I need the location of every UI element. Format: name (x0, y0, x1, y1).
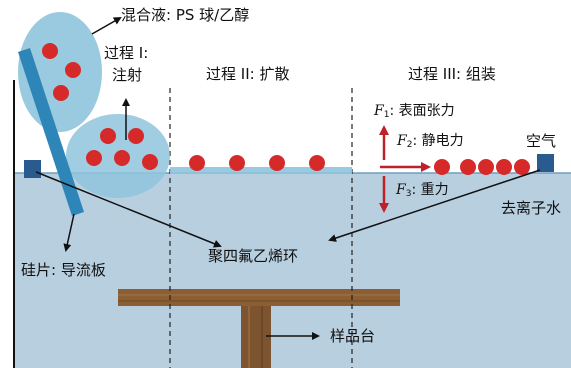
force-symbol: F (374, 103, 384, 119)
label-process-1-title: 过程 I: (104, 44, 149, 62)
force-symbol: F (397, 133, 407, 149)
arrow-mixture (91, 17, 122, 35)
mixture-particles (42, 43, 81, 101)
label-process-1-action: 注射 (112, 66, 143, 84)
label-air: 空气 (526, 132, 557, 150)
spreading-film (170, 167, 352, 174)
label-sample-stage: 样品台 (330, 327, 376, 345)
sample-stage-top (118, 289, 400, 306)
force-symbol: F (396, 182, 406, 198)
sample-stage-post (241, 306, 271, 368)
force-electrostatic: F2: 静电力 (397, 133, 464, 153)
label-process-3: 过程 III: 组装 (408, 65, 496, 83)
label-water: 去离子水 (501, 199, 562, 217)
force-label: : 静电力 (412, 133, 464, 149)
assembled-particles (434, 159, 530, 175)
arrow-wafer (63, 213, 75, 252)
arrow-ring-right (328, 169, 541, 242)
force-gravity: F3: 重力 (396, 182, 449, 202)
force-surface-tension: F1: 表面张力 (374, 103, 455, 123)
diffusing-particles (189, 155, 325, 171)
force-subscript: 2 (406, 140, 413, 150)
label-ptfe-ring: 聚四氟乙烯环 (208, 247, 299, 265)
force-subscript: 1 (383, 110, 390, 120)
silicon-wafer (18, 48, 84, 216)
force-label: : 重力 (411, 182, 449, 198)
ptfe-ring-left (24, 160, 41, 178)
label-mixture: 混合液: PS 球/乙醇 (121, 6, 250, 24)
label-wafer: 硅片: 导流板 (21, 261, 106, 279)
injection-particles (86, 128, 158, 170)
force-label: : 表面张力 (389, 103, 455, 119)
force-subscript: 3 (405, 189, 412, 199)
arrow-ring-left (35, 171, 222, 248)
ptfe-ring-right (537, 154, 554, 172)
label-process-2: 过程 II: 扩散 (206, 65, 290, 83)
